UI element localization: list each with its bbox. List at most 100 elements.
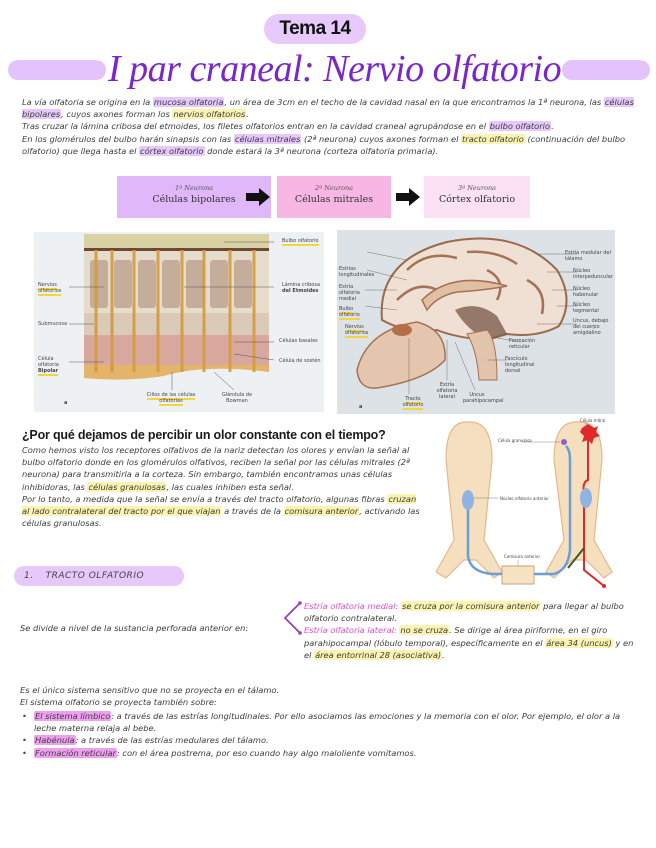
- label-bulbo: Bulbo olfatorio: [282, 238, 322, 246]
- topic-badge: Tema 14: [264, 14, 366, 44]
- page-title: I par craneal: Nervio olfatorio: [108, 48, 562, 90]
- label-text: Bipolar: [38, 368, 59, 376]
- term-limbico: El sistema límbico: [34, 711, 112, 721]
- label-nucleo-anterior: Núcleo olfatorio anterior: [500, 496, 549, 501]
- text: Como hemos visto los receptores olfativo…: [22, 445, 410, 492]
- label-uncus-amigdalino: Uncus, debajo del cuerpo amigdalino: [573, 318, 609, 336]
- text: .: [442, 649, 445, 660]
- branch-brace-icon: [283, 601, 302, 635]
- label-fasciculo: Fascículo longitudinal dorsal: [505, 356, 535, 374]
- intro-paragraph: La vía olfatoria se origina en la mucosa…: [22, 96, 638, 157]
- brain-sagittal-figure: Estrías longitudinales Estría olfatoria …: [337, 230, 615, 414]
- neuron-value: Córtex olfatorio: [438, 194, 516, 205]
- highlight-se-cruza: se cruza por la comisura anterior: [401, 601, 541, 611]
- text: , las cuales inhiben esta señal.: [166, 481, 294, 492]
- question-answer: Como hemos visto los receptores olfativo…: [22, 444, 422, 529]
- label-formacion: Formación reticular: [509, 338, 536, 350]
- text: , activando las células granulosas.: [22, 506, 420, 529]
- text: La vía olfatoria se origina en la: [22, 97, 153, 107]
- figure-letter: a: [64, 400, 68, 406]
- projection-intro: Es el único sistema sensitivo que no se …: [20, 684, 640, 708]
- neuron-label: 2ª Neurona: [314, 184, 354, 192]
- neuron-label: 1ª Neurona: [174, 184, 214, 192]
- highlight-mucosa: mucosa olfatoria: [152, 97, 225, 107]
- list-item: Habénula: a través de las estrías medula…: [20, 734, 640, 746]
- projection-list: El sistema límbico: a través de las estr…: [20, 710, 640, 759]
- brain-illustration: [356, 237, 577, 394]
- text: .: [551, 121, 554, 132]
- text: . Se dirige al área piriforme, en el gir…: [304, 625, 608, 648]
- highlight-tracto: tracto olfatorio: [461, 133, 525, 144]
- label-text: Nervios olfatorios: [345, 324, 369, 338]
- neuron-box-2: 2ª Neurona Células mitrales: [277, 176, 391, 218]
- text: : con el área postrema, por eso cuando h…: [116, 747, 417, 758]
- label-uncus: Uncus parahipocampal: [463, 392, 504, 404]
- highlight-granulosas: células granulosas: [87, 481, 167, 492]
- neuron-value: Células mitrales: [294, 194, 374, 205]
- olfactory-epithelium-figure: Bulbo olfatorio Nervios olfatorios Lámin…: [34, 232, 324, 412]
- section-title: TRACTO OLFATORIO: [45, 571, 145, 581]
- highlight-no-se-cruza: no se cruza: [399, 625, 450, 636]
- text: : a través de las estrías longitudinales…: [34, 711, 621, 734]
- label-celula-mitral: Célula mitral: [580, 418, 606, 423]
- label-basales: Células basales: [279, 338, 318, 344]
- label-submucosa: Submucosa: [38, 321, 68, 327]
- label-estrias-longitudinales: Estrías longitudinales: [339, 266, 375, 278]
- text: , cuyos axones forman los: [61, 109, 173, 120]
- label-interpeduncular: Núcleo interpeduncular: [573, 268, 613, 280]
- olfactory-tract-diagram: Célula mitral Célula granulosa Núcleo ol…: [435, 418, 634, 588]
- text: a través de la: [221, 506, 284, 517]
- text: (2ª neurona) cuyos axones forman el: [301, 133, 462, 144]
- neuron-box-1: 1ª Neurona Células bipolares: [117, 176, 271, 218]
- term-habenula: Habénula: [34, 735, 76, 746]
- highlight-comisura: comisura anterior: [283, 506, 360, 517]
- label-sosten: Célula de sostén: [279, 358, 321, 364]
- figure-letter: a: [359, 404, 363, 410]
- question-heading: ¿Por qué dejamos de percibir un olor con…: [22, 428, 386, 442]
- highlight-area-28: área entorrinal 28 (asociativa): [314, 649, 443, 660]
- highlight-cortex: córtex olfatorio: [139, 145, 205, 156]
- label-nervios: Nervios olfatorios: [38, 282, 70, 296]
- estria-lateral-label: Estría olfatoria lateral:: [304, 625, 397, 636]
- label-text: Célula olfatoria: [38, 356, 59, 368]
- neuron-label: 3ª Neurona: [457, 184, 497, 192]
- list-item: El sistema límbico: a través de las estr…: [20, 710, 640, 734]
- text: donde estará la 3ª neurona (corteza olfa…: [204, 145, 439, 156]
- label-text: Bulbo olfatorio: [339, 306, 360, 320]
- neuron-value: Células bipolares: [152, 194, 236, 205]
- section-heading-tracto: 1.TRACTO OLFATORIO: [14, 566, 184, 586]
- tract-illustration: [435, 421, 613, 588]
- arrow-right-icon: [246, 188, 270, 206]
- label-estria-medial: Estría olfatoria medial: [339, 284, 360, 302]
- label-tracto: Tracto olfatorio: [401, 396, 425, 410]
- label-estria-medular: Estría medular del tálamo: [565, 250, 611, 262]
- epithelium-illustration: [69, 234, 275, 391]
- label-text: Cilios de las células olfatorias: [146, 392, 196, 406]
- text: El sistema olfatorio se proyecta también…: [20, 697, 217, 708]
- label-text: del Etmoides: [282, 288, 319, 294]
- highlight-bulbo: bulbo olfatorio: [488, 121, 552, 132]
- label-habenular: Núcleo habenular: [573, 286, 599, 298]
- label-tegmental: Núcleo tegmental: [573, 302, 599, 314]
- text: En los glomérulos del bulbo harán sinaps…: [22, 133, 234, 144]
- list-item: Formación reticular: con el área postrem…: [20, 747, 640, 759]
- text: : a través de las estrías medulares del …: [75, 735, 269, 746]
- label-bulbo: Bulbo olfatorio: [339, 306, 369, 320]
- term-formacion-reticular: Formación reticular: [34, 747, 117, 758]
- title-decoration-right: [562, 60, 650, 80]
- title-decoration-left: [8, 60, 106, 80]
- text: .: [246, 109, 249, 120]
- divide-label: Se divide a nivel de la sustancia perfor…: [20, 623, 249, 633]
- text: (continuación del bulbo olfatorio) que l…: [22, 133, 626, 156]
- arrow-right-icon: [396, 188, 420, 206]
- text: , un área de 3cm en el techo de la cavid…: [224, 97, 604, 107]
- label-nervios: Nervios olfatorios: [345, 324, 369, 338]
- label-estria-lateral: Estría olfatoria lateral: [436, 382, 458, 400]
- neuron-box-3: 3ª Neurona Córtex olfatorio: [424, 176, 530, 218]
- label-comisura: Comisura anterior: [504, 554, 541, 559]
- label-text: Lámina cribosa: [282, 282, 321, 288]
- estria-medial-label: Estría olfatoria medial:: [304, 601, 399, 611]
- text: y en el: [304, 637, 634, 660]
